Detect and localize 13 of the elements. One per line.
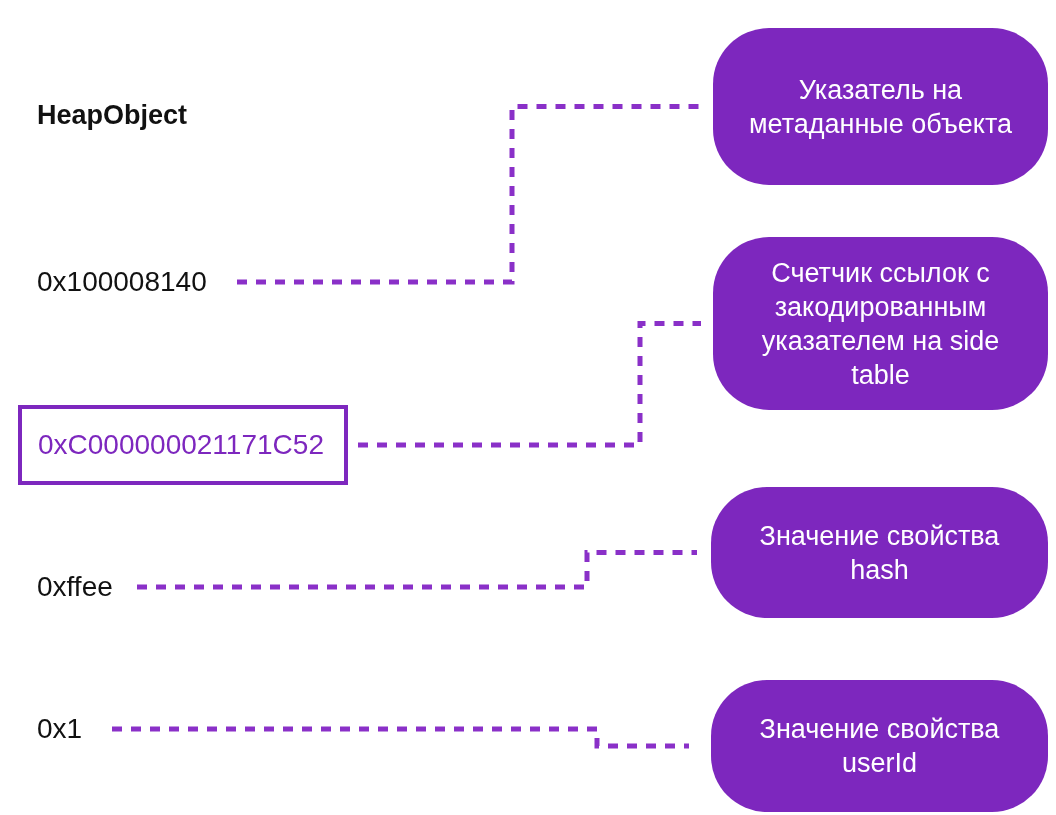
dashed-connector — [358, 321, 701, 448]
label-pill: Значение свойства hash — [711, 487, 1048, 618]
dashed-connector — [112, 726, 689, 749]
hex-value: 0x100008140 — [37, 264, 207, 300]
hex-value: 0x1 — [37, 711, 83, 747]
title: HeapObject — [37, 100, 188, 131]
highlighted-value: 0xC000000021171C52 — [18, 405, 348, 485]
label-pill: Счетчик ссылок с закодированным указателем на side table — [713, 237, 1048, 410]
dashed-connector — [137, 550, 697, 590]
hex-value: 0xffee — [37, 569, 113, 605]
label-pill: Указатель на метаданные объекта — [713, 28, 1048, 185]
dashed-connector — [237, 104, 699, 285]
label-pill: Значение свойства userId — [711, 680, 1048, 812]
